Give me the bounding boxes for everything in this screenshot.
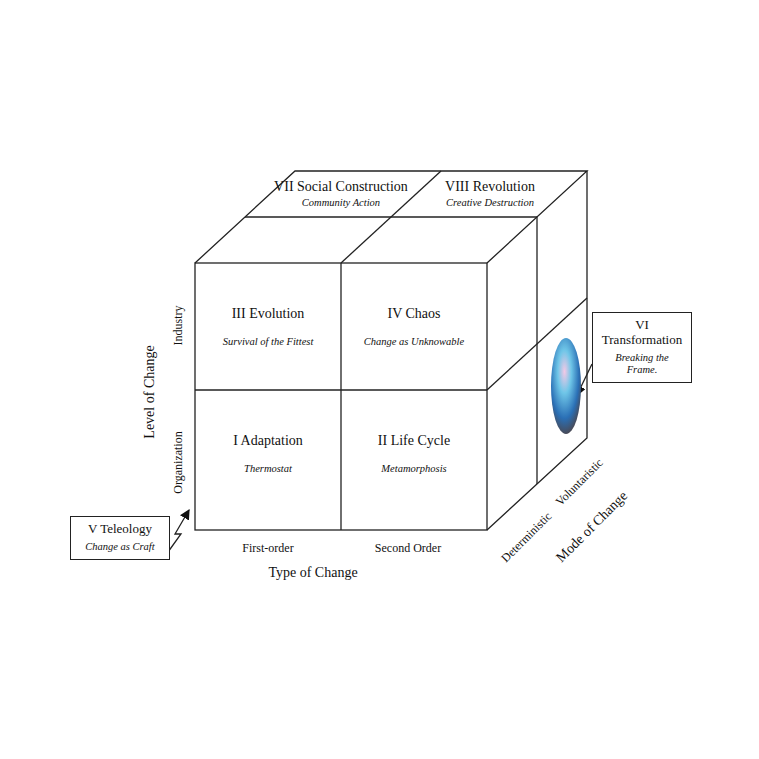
front-cell: I AdaptationThermostat [199, 395, 337, 513]
axis-value: Industry [171, 305, 186, 345]
front-cell: III EvolutionSurvival of the Fittest [199, 268, 337, 386]
node-subtitle: Metamorphosis [381, 463, 446, 476]
callout-box: V TeleologyChange as Craft [70, 516, 170, 560]
node-heading: V Teleology [88, 522, 152, 537]
node-subtitle: Creative Destruction [446, 197, 534, 210]
node-heading: IV Chaos [387, 306, 440, 322]
axis-value: Deterministic [499, 509, 556, 566]
node-heading: III Evolution [232, 306, 305, 322]
node-heading: II Life Cycle [378, 433, 450, 449]
node-subtitle: Thermostat [244, 463, 292, 476]
axis-title: Type of Change [268, 565, 357, 581]
axis-value: Second Order [375, 541, 441, 556]
transformation-ellipse [551, 338, 581, 434]
node-subtitle: Change as Unknowable [364, 336, 464, 349]
node-subtitle: Community Action [302, 197, 380, 210]
axis-value: Organization [171, 431, 186, 493]
node-heading: I Adaptation [233, 433, 303, 449]
axis-title: Level of Change [142, 345, 158, 438]
node-subtitle: Breaking the Frame. [599, 352, 685, 377]
node-subtitle: Survival of the Fittest [223, 336, 314, 349]
node-heading: VIII Revolution [445, 179, 535, 195]
top-cell: VII Social ConstructionCommunity Action [266, 173, 416, 215]
node-heading: VII Social Construction [274, 179, 408, 195]
top-cell: VIII RevolutionCreative Destruction [415, 173, 565, 215]
node-subtitle: Change as Craft [85, 541, 154, 554]
axis-value: First-order [242, 541, 293, 556]
front-cell: II Life CycleMetamorphosis [345, 395, 483, 513]
callout-box: VI TransformationBreaking the Frame. [592, 312, 692, 383]
front-cell: IV ChaosChange as Unknowable [345, 268, 483, 386]
axis-value: Voluntaristic [553, 455, 607, 509]
node-heading: VI Transformation [599, 318, 685, 348]
